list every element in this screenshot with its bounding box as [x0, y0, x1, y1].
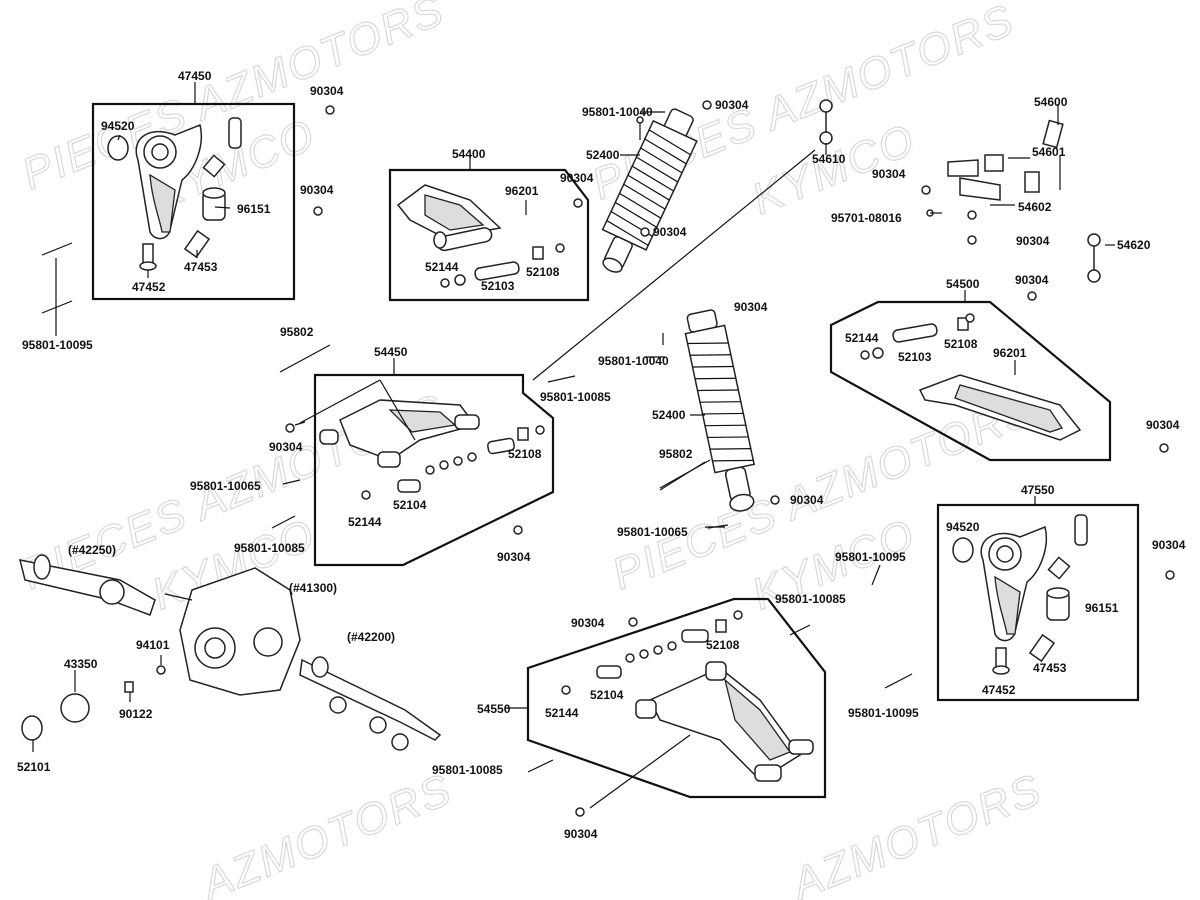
part-label: 52144: [545, 706, 579, 720]
part-label: 95801-10085: [432, 763, 503, 777]
part-label: 96201: [505, 184, 539, 198]
part-label: 95802: [659, 447, 693, 461]
part-label: 47450: [178, 69, 212, 83]
arm-54500: [860, 313, 1082, 441]
group-outlines: [91, 102, 1140, 799]
part-label: 90304: [715, 98, 749, 112]
part-label: 95801-10040: [598, 354, 669, 368]
part-label: 52144: [348, 515, 382, 529]
fastener-graphics: [271, 105, 1175, 817]
part-label: 90304: [1146, 418, 1180, 432]
part-label: 90304: [1152, 538, 1186, 552]
group-box-54400: [388, 168, 590, 302]
part-label: 52104: [393, 498, 427, 512]
shock-52400-upper: [601, 100, 712, 273]
part-label: 96151: [237, 202, 271, 216]
part-label: (#41300): [289, 581, 337, 595]
group-box-54550: [526, 597, 827, 799]
part-label: 52108: [526, 265, 560, 279]
part-label: 94520: [946, 520, 980, 534]
part-label: 54400: [452, 147, 486, 161]
part-label: 52400: [586, 148, 620, 162]
part-label: 90122: [119, 707, 153, 721]
part-label: 95801-10095: [848, 706, 919, 720]
part-label: 94101: [136, 638, 170, 652]
arm-54400: [396, 184, 565, 288]
part-label: 54610: [812, 152, 846, 166]
part-label: 90304: [564, 827, 598, 841]
part-label: 90304: [1015, 273, 1049, 287]
part-label: 52103: [898, 350, 932, 364]
part-label: 90304: [872, 167, 906, 181]
part-label: 95801-10065: [617, 525, 688, 539]
part-label: 90304: [734, 300, 768, 314]
leader-lines: [32, 82, 1115, 809]
group-box-47450: [91, 102, 296, 301]
part-label: 90304: [560, 171, 594, 185]
stabilizer-54600: [819, 96, 1118, 283]
part-label: 47452: [982, 683, 1016, 697]
part-label: 95701-08016: [831, 211, 902, 225]
part-label: 96201: [993, 346, 1027, 360]
part-label: 52144: [845, 331, 879, 345]
part-label: 52108: [944, 337, 978, 351]
group-box-47550: [936, 503, 1140, 702]
watermark: AZMOTORS: [193, 765, 459, 900]
part-label: 47452: [132, 280, 166, 294]
arm-54450: [319, 399, 545, 500]
part-label: 95801-10095: [835, 550, 906, 564]
part-label: 54620: [1117, 238, 1151, 252]
part-label: (#42200): [347, 630, 395, 644]
part-label: 90304: [269, 440, 303, 454]
part-label: 47453: [184, 260, 218, 274]
part-label: 43350: [64, 657, 98, 671]
bolts-95801-10095-left: [41, 242, 73, 314]
part-label: 54500: [946, 277, 980, 291]
knuckle-47550: [952, 514, 1088, 675]
group-box-54500: [829, 300, 1112, 462]
part-label: 95801-10040: [582, 105, 653, 119]
part-label: 52101: [17, 760, 51, 774]
part-label: 95801-10085: [234, 541, 305, 555]
part-label: 54602: [1018, 200, 1052, 214]
part-label: 52103: [481, 279, 515, 293]
part-label: 52144: [425, 260, 459, 274]
part-label: 94520: [101, 119, 135, 133]
part-label: 95801-10065: [190, 479, 261, 493]
part-label: 95802: [280, 325, 314, 339]
part-label: 90304: [653, 225, 687, 239]
watermark: AZMOTORS: [783, 765, 1049, 900]
part-label: 95801-10095: [22, 338, 93, 352]
part-label: 96151: [1085, 601, 1119, 615]
part-label: 90304: [571, 616, 605, 630]
part-label: 54550: [477, 702, 511, 716]
part-label: 52108: [508, 447, 542, 461]
group-box-54450: [313, 373, 555, 567]
part-label: 90304: [790, 493, 824, 507]
part-label: 47453: [1033, 661, 1067, 675]
part-label: 90304: [1016, 234, 1050, 248]
part-label: 52108: [706, 638, 740, 652]
part-label: 54600: [1034, 95, 1068, 109]
knuckle-47450: [107, 117, 242, 271]
part-label: 54601: [1032, 145, 1066, 159]
part-label: 90304: [497, 550, 531, 564]
part-label: 47550: [1021, 483, 1055, 497]
part-label: 95801-10085: [775, 592, 846, 606]
part-label: 90304: [310, 84, 344, 98]
part-number-labels: 47450 90304 94520 90304 96151 47453 4745…: [17, 69, 1186, 841]
part-label: 95801-10085: [540, 390, 611, 404]
part-label: 54450: [374, 345, 408, 359]
shock-52400-lower: [659, 309, 756, 528]
part-label: (#42250): [68, 543, 116, 557]
part-label: 90304: [300, 183, 334, 197]
drive-assembly: [18, 554, 442, 751]
arm-54550: [561, 610, 814, 782]
part-label: 52400: [652, 408, 686, 422]
part-graphics: [18, 96, 1175, 817]
part-label: 52104: [590, 688, 624, 702]
